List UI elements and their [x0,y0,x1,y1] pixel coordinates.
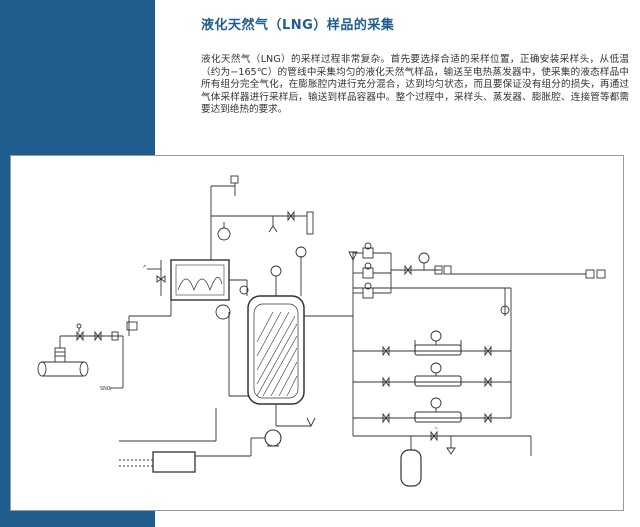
main-pipe-end-left [37,361,47,377]
vaporizer-temp-sensor [239,285,249,295]
sample-container-row-1 [353,330,511,357]
chamber-pressure-gauge [270,265,282,277]
outlet-box-2 [596,269,606,279]
manifold-outlet-box-2 [443,265,452,275]
sample-cylinder-1 [414,344,462,356]
gas-sampler-manifold [348,242,511,418]
probe-check-valve [111,331,119,341]
return-gauge [500,305,510,315]
regulator-1 [353,242,391,259]
svg-text:~: ~ [434,426,438,432]
manifold-outlet-box-1 [434,265,443,275]
vent-silencer [306,211,314,235]
vent-valve [287,210,295,222]
vent-check-valve [268,225,278,233]
main-pipe-end-right [79,361,89,377]
chamber-inlet-gauge [215,304,231,320]
sample-probe-group: SNG [37,323,124,392]
manifold-gauge [418,252,430,264]
sample-cylinder-2 [414,375,462,387]
regulator-2 [353,262,391,279]
outlet-group [451,269,606,456]
expansion-chamber [215,246,353,428]
svg-text:↗: ↗ [142,264,146,270]
sample-cylinder-3 [414,411,462,423]
control-box [152,451,196,473]
carrier-valve [430,430,438,442]
pressure-gauge-top [217,227,231,241]
page-title: 液化天然气（LNG）样品的采集 [201,18,395,33]
chamber-heating-coil [256,311,298,397]
carrier-gas-bottle-group: ~ [352,418,531,487]
process-flow-svg: SNG ↗ [37,175,606,487]
bottom-pump-group [119,408,282,473]
lng-sampling-process-diagram: SNG ↗ [10,155,624,511]
chamber-temp-gauge [295,246,307,258]
outlet-box-1 [585,269,595,279]
sample-pump [264,429,282,447]
flow-tag-label: SNG [100,386,111,392]
vaporizer-bypass-valve [156,275,166,283]
sample-container-row-2 [353,362,511,388]
probe-valve-1 [76,330,84,342]
carrier-gas-cylinder [400,449,422,487]
inlet-filter [126,321,138,331]
top-vent-line [210,175,314,260]
top-gauge-box [230,175,239,184]
manifold-valve [404,264,412,276]
electric-vaporizer: ↗ [126,259,249,336]
sample-container-row-3 [353,397,511,424]
regulator-3 [353,282,391,299]
probe-valve-2 [94,330,102,342]
sample-probe-flange [54,347,66,363]
intro-paragraph: 液化天然气（LNG）的采样过程非常复杂。首先要选择合适的采样位置，正确安装采样头… [201,54,629,116]
vaporizer-coil [177,276,223,292]
